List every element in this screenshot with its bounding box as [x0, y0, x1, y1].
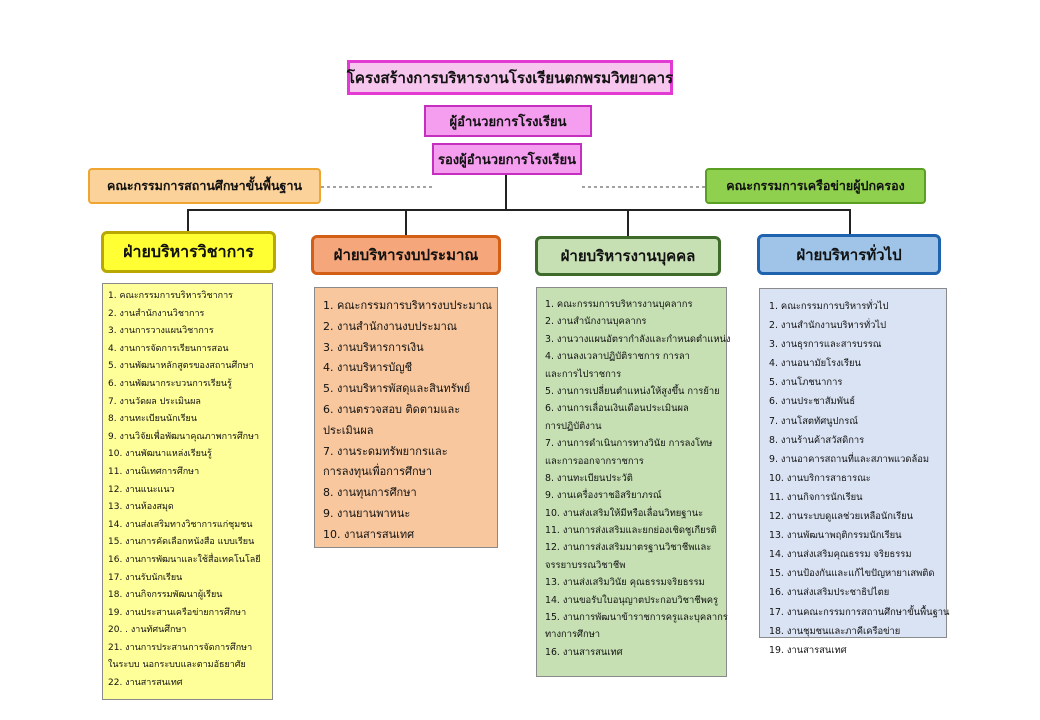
task-item: 10. งานสารสนเทศ: [323, 527, 415, 541]
task-item: 16. งานการพัฒนาและใช้สื่อเทคโนโลยี: [108, 554, 261, 565]
task-item: 5. งานโภชนาการ: [769, 377, 843, 389]
task-item: 11. งานกิจการนักเรียน: [769, 491, 863, 503]
task-item: 14. งานส่งเสริมทางวิชาการแก่ชุมชน: [108, 519, 253, 530]
task-item: 1. คณะกรรมการบริหารวิชาการ: [108, 291, 233, 301]
task-item: 6. งานตรวจสอบ ติดตามและ: [323, 402, 461, 416]
task-item: 4. งานการจัดการเรียนการสอน: [108, 343, 229, 354]
task-item: 1. คณะกรรมการบริหารงานบุคลากร: [545, 299, 693, 310]
task-item: ประเมินผล: [323, 423, 374, 437]
general-task-list: 1. คณะกรรมการบริหารทั่วไป 2. งานสำนักงานบ…: [759, 288, 950, 656]
task-item: 16. งานส่งเสริมประชาธิปไตย: [769, 587, 890, 599]
task-item: 4. งานบริหารบัญชี: [323, 361, 413, 375]
task-item: 5. งานบริหารพัสดุและสินทรัพย์: [323, 382, 471, 396]
task-item: 11. งานการส่งเสริมและยกย่องเชิดชูเกียรติ: [545, 525, 717, 537]
task-item: 1. คณะกรรมการบริหารงบประมาณ: [323, 299, 492, 312]
task-item: 8. งานทะเบียนประวัติ: [545, 472, 633, 484]
task-item: 1. คณะกรรมการบริหารทั่วไป: [769, 301, 889, 312]
chart-title: โครงสร้างการบริหารงานโรงเรียนตกพรมวิทยาค…: [347, 60, 673, 95]
director-box: ผู้อำนวยการโรงเรียน: [424, 105, 592, 137]
task-item: 7. งานการดำเนินการทางวินัย การลงโทษ: [545, 438, 713, 450]
task-item: 2. งานสำนักงานบุคลากร: [545, 316, 647, 328]
deputy-director-box: รองผู้อำนวยการโรงเรียน: [432, 143, 582, 175]
task-item: 15. งานการพัฒนาข้าราชการครูและบุคลากร: [545, 612, 728, 624]
task-item: 16. งานสารสนเทศ: [545, 646, 623, 658]
task-item: 2. งานสำนักงานบริหารทั่วไป: [769, 320, 887, 332]
task-item: 19. งานประสานเครือข่ายการศึกษา: [108, 607, 247, 618]
task-item: 5. งานพัฒนาหลักสูตรของสถานศึกษา: [108, 361, 254, 372]
academic-department-box: ฝ่ายบริหารวิชาการ: [101, 231, 276, 273]
task-item: 3. งานการวางแผนวิชาการ: [108, 326, 214, 337]
task-item: 7. งานวัดผล ประเมินผล: [108, 396, 201, 407]
task-item: 9. งานเครื่องราชอิสริยาภรณ์: [545, 490, 662, 502]
task-item: 12. งานระบบดูแลช่วยเหลือนักเรียน: [769, 511, 914, 523]
task-item: 15. งานการคัดเลือกหนังสือ แบบเรียน: [108, 537, 255, 548]
task-item: 20. . งานทัศนศึกษา: [108, 625, 187, 636]
task-item: 8. งานทะเบียนนักเรียน: [108, 414, 197, 425]
task-item: 4. งานอนามัยโรงเรียน: [769, 358, 861, 370]
budget-task-list: 1. คณะกรรมการบริหารงบประมาณ 2. งานสำนักงา…: [314, 287, 498, 548]
task-item: 22. งานสารสนเทศ: [108, 678, 183, 689]
task-item: 18. งานกิจกรรมพัฒนาผู้เรียน: [108, 590, 223, 601]
task-item: 21. งานการประสานการจัดการศึกษา: [108, 642, 253, 653]
task-item: 12. งานการส่งเสริมมาตรฐานวิชาชีพและ: [545, 542, 712, 554]
task-item: 11. งานนิเทศการศึกษา: [108, 466, 200, 477]
task-item: 10. งานพัฒนาแหล่งเรียนรู้: [108, 449, 212, 460]
task-item: 9. งานวิจัยเพื่อพัฒนาคุณภาพการศึกษา: [108, 431, 260, 442]
task-item: 17. งานรับนักเรียน: [108, 572, 183, 583]
task-item: การปฏิบัติงาน: [545, 420, 602, 432]
task-item: และการออกจากราชการ: [545, 455, 644, 467]
task-item: 17. งานคณะกรรมการสถานศึกษาขั้นพื้นฐาน: [769, 606, 950, 618]
task-item: 13. งานห้องสมุด: [108, 502, 174, 513]
parent-network-board-box: คณะกรรมการเครือข่ายผู้ปกครอง: [705, 168, 926, 204]
task-item: 6. งานพัฒนากระบวนการเรียนรู้: [108, 378, 232, 389]
task-item: 2. งานสำนักงานวิชาการ: [108, 308, 205, 319]
task-item: 12. งานแนะแนว: [108, 484, 175, 495]
task-item: 14. งานส่งเสริมคุณธรรม จริยธรรม: [769, 549, 912, 561]
task-item: 7. งานระดมทรัพยากรและ: [323, 444, 448, 458]
task-item: 19. งานสารสนเทศ: [769, 644, 847, 656]
task-item: 5. งานการเปลี่ยนตำแหน่งให้สูงขึ้น การย้า…: [545, 385, 720, 397]
basic-education-board-box: คณะกรรมการสถานศึกษาขั้นพื้นฐาน: [88, 168, 321, 204]
general-department-box: ฝ่ายบริหารทั่วไป: [757, 234, 941, 275]
task-item: 6. งานประชาสัมพันธ์: [769, 396, 856, 408]
task-item: 4. งานลงเวลาปฏิบัติราชการ การลา: [545, 351, 690, 363]
task-item: การลงทุนเพื่อการศึกษา: [323, 465, 433, 479]
task-item: 14. งานขอรับใบอนุญาตประกอบวิชาชีพครู: [545, 594, 719, 606]
task-item: 3. งานบริหารการเงิน: [323, 340, 424, 354]
budget-department-box: ฝ่ายบริหารงบประมาณ: [311, 235, 501, 275]
task-item: 8. งานทุนการศึกษา: [323, 486, 417, 500]
task-item: 7. งานโสตทัศนูปกรณ์: [769, 415, 858, 427]
personnel-department-box: ฝ่ายบริหารงานบุคคล: [535, 236, 721, 276]
task-item: จรรยาบรรณวิชาชีพ: [545, 559, 626, 571]
task-item: 15. งานป้องกันและแก้ไขปัญหายาเสพติด: [769, 568, 935, 580]
task-item: ในระบบ นอกระบบและตามอัธยาศัย: [108, 660, 246, 671]
task-item: 13. งานส่งเสริมวินัย คุณธรรมจริยธรรม: [545, 577, 705, 589]
task-item: และการไปราชการ: [545, 368, 622, 380]
academic-task-list: 1. คณะกรรมการบริหารวิชาการ 2. งานสำนักงาน…: [102, 283, 273, 700]
personnel-task-list: 1. คณะกรรมการบริหารงานบุคลากร 2. งานสำนัก…: [536, 287, 731, 677]
task-item: 3. งานธุรการและสารบรรณ: [769, 339, 882, 351]
task-item: 18. งานชุมชนและภาคีเครือข่าย: [769, 625, 901, 637]
task-item: 2. งานสำนักงานงบประมาณ: [323, 319, 457, 333]
task-item: 10. งานส่งเสริมให้มีหรือเลื่อนวิทยฐานะ: [545, 507, 704, 519]
task-item: ทางการศึกษา: [545, 629, 601, 641]
task-item: 9. งานยานพาหนะ: [323, 506, 411, 520]
task-item: 8. งานร้านค้าสวัสดิการ: [769, 434, 865, 446]
task-item: 6. งานการเลื่อนเงินเดือนประเมินผล: [545, 403, 689, 415]
task-item: 3. งานวางแผนอัตรากำลังและกำหนดตำแหน่ง: [545, 333, 731, 345]
task-item: 13. งานพัฒนาพฤติกรรมนักเรียน: [769, 530, 902, 542]
task-item: 9. งานอาคารสถานที่และสภาพแวดล้อม: [769, 453, 930, 465]
task-item: 10. งานบริการสาธารณะ: [769, 472, 871, 484]
